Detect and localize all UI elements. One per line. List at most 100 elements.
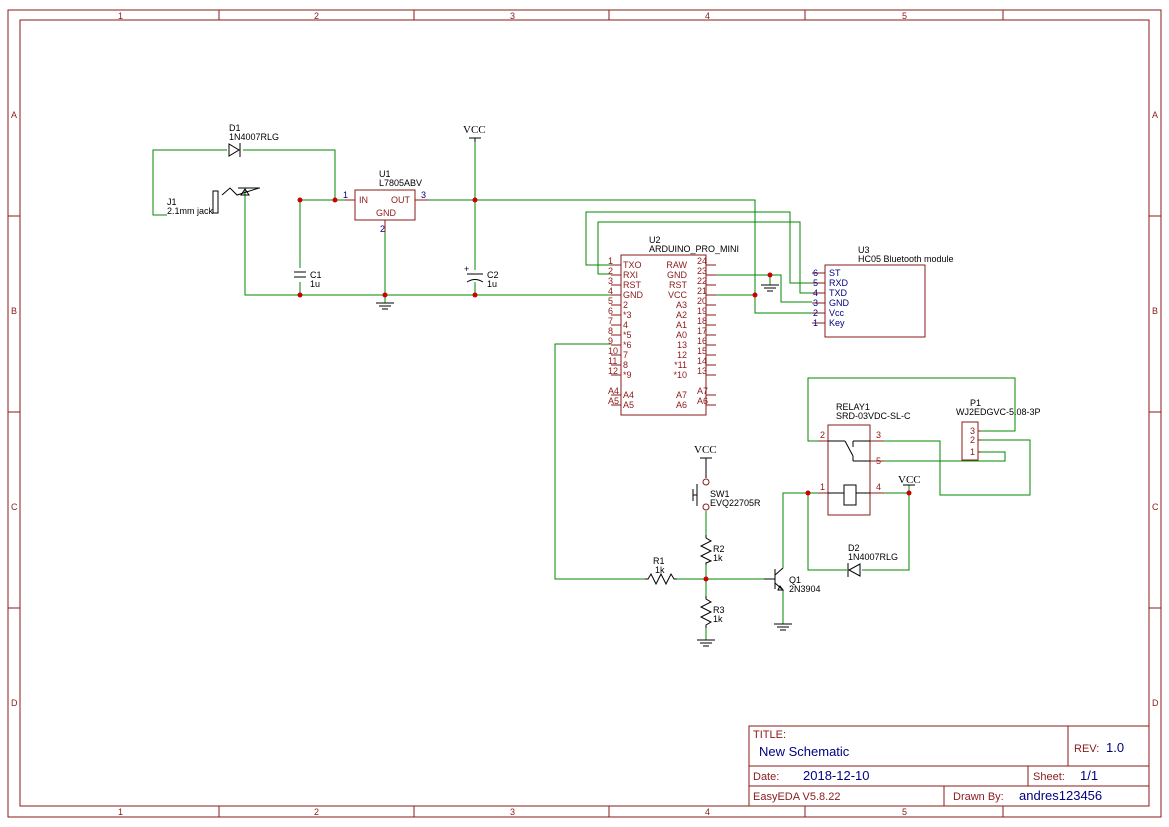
u2-pin-number: 21 [697,286,707,296]
u2-pin-number: 5 [608,296,613,306]
capacitor-c2[interactable]: + C2 1u [464,264,499,289]
u2-pin-name: *10 [673,370,687,380]
transistor-q1[interactable]: Q1 2N3904 [764,567,821,594]
u2-pin-number: 11 [608,356,617,366]
u2-pin-number: 10 [608,346,618,356]
row-label: B [1152,306,1158,316]
u2-pin-name: *3 [623,310,632,320]
ground-symbol [761,284,779,292]
u2-value: ARDUINO_PRO_MINI [649,244,739,254]
relay-pin-3: 3 [876,430,881,440]
u2-pin-number: A7 [697,386,708,396]
resistor-r3[interactable]: R3 1k [699,596,725,628]
border-row-labels: A B C D A B C D [11,110,1159,708]
row-label: D [11,698,18,708]
capacitor-c1[interactable]: C1 1u [294,270,322,289]
relay1-ref: RELAY1 [836,402,870,412]
u2-pin-name: A7 [676,390,687,400]
u2-pin-number: 24 [697,256,707,266]
u3-pin-name: GND [829,298,850,308]
d2-ref: D2 [848,543,860,553]
relay-pin-1: 1 [820,482,825,492]
u2-pin-number: 2 [608,266,613,276]
u2-pin-number: 16 [697,336,707,346]
q1-ref: Q1 [789,575,801,585]
u2-pin-name: GND [667,270,688,280]
j1-value: 2.1mm jack [167,206,214,216]
u2-pin-name: 8 [623,360,628,370]
u2-pin-name: *11 [674,360,687,370]
u2-pin-number: 22 [697,276,707,286]
u3-pin-name: RXD [829,278,849,288]
u2-pin-number: 13 [697,366,707,376]
ground-symbol [774,623,792,631]
u2-pin-number: 3 [608,276,613,286]
vcc-label: VCC [463,124,486,136]
u3-ref: U3 [858,245,870,255]
u2-pin-name: GND [623,290,644,300]
d1-value: 1N4007RLG [229,132,279,142]
ground-symbol [376,302,394,310]
relay-pin-2: 2 [820,430,825,440]
u3-pin-number: 5 [813,278,818,288]
u2-pin-name: VCC [668,290,688,300]
u2-pin-name: A1 [676,320,687,330]
d2-value: 1N4007RLG [848,552,898,562]
schematic-title: New Schematic [759,744,850,759]
jack-j1[interactable]: J1 2.1mm jack [167,187,260,216]
vcc-symbol: VCC [463,124,486,142]
u2-pin-number: 4 [608,286,613,296]
col-label: 1 [118,807,123,817]
u2-pin-name: 7 [623,350,628,360]
diode-d1[interactable]: D1 1N4007RLG [228,123,279,157]
terminal-p1[interactable]: 3 2 1 P1 WJ2EDGVC-5.08-3P [956,398,1041,461]
j1-ref: J1 [167,197,177,207]
regulator-u1[interactable]: IN OUT GND 1 3 2 U1 L7805ABV [343,169,429,234]
u2-pin-number: A4 [608,386,619,396]
diode-d2[interactable]: D2 1N4007RLG [847,543,898,577]
p1-pin-2: 2 [970,435,975,445]
wires [152,140,1031,640]
p1-pin-3: 3 [970,426,975,436]
date-label: Date: [753,771,779,783]
u2-pin-number: 12 [608,366,618,376]
drawn-by-value: andres123456 [1019,788,1102,803]
switch-sw1[interactable]: SW1 EVQ22705R [692,478,761,511]
vcc-symbol: VCC [694,444,717,478]
u2-pin-number: 23 [697,266,707,276]
row-label: C [1152,502,1159,512]
vcc-label: VCC [694,444,717,456]
r3-value: 1k [713,614,723,624]
row-label: B [11,306,17,316]
r2-value: 1k [713,553,723,563]
resistor-r2[interactable]: R2 1k [699,535,725,565]
u2-pin-number: 14 [697,356,707,366]
row-label: A [11,110,17,120]
u3-pin-number: 4 [813,288,818,298]
q1-value: 2N3904 [789,584,821,594]
rev-label: REV: [1074,743,1099,755]
ground-symbol [697,639,715,647]
p1-ref: P1 [970,398,981,408]
resistor-r1[interactable]: R1 1k [645,556,677,586]
relay-relay1[interactable]: 2 3 5 1 4 RELAY1 SRD-03VDC-SL-C [818,402,911,516]
u3-pin-number: 2 [813,308,818,318]
u2-pin-number: 7 [608,316,613,326]
u2-pin-number: 8 [608,326,613,336]
title-label: TITLE: [753,729,786,741]
u2-pin-name: 12 [677,350,687,360]
u1-n2: 2 [380,224,385,234]
u2-pin-name: A0 [676,330,687,340]
col-label: 4 [705,807,710,817]
u2-pin-name: A5 [623,400,634,410]
rev-value: 1.0 [1106,740,1124,755]
u2-right-pins: 24RAW23GND22RST21VCC20A319A218A117A01613… [666,256,716,410]
u2-pin-name: 2 [623,300,628,310]
u3-value: HC05 Bluetooth module [858,254,954,264]
r1-ref: R1 [653,556,665,566]
